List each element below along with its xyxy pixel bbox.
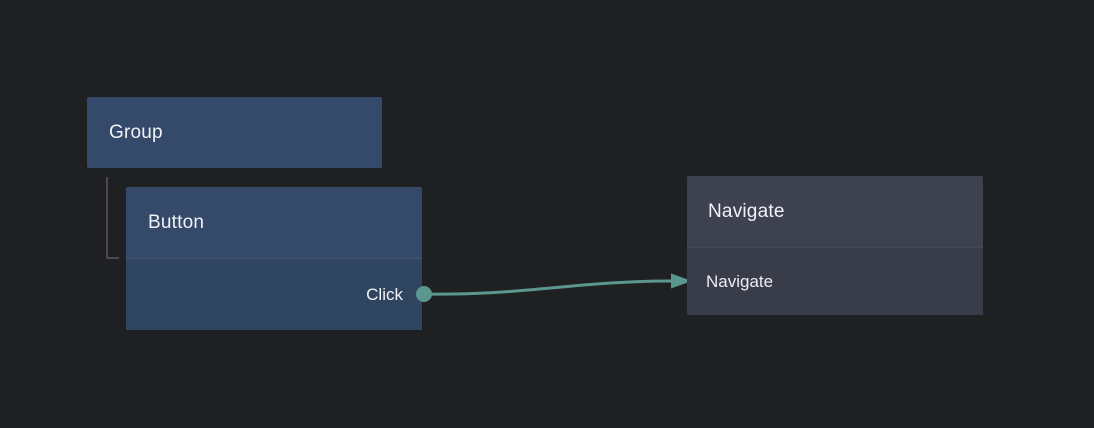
edge-click-to-navigate[interactable] <box>423 279 673 296</box>
node-group-header[interactable]: Group <box>87 97 382 168</box>
tree-connector-vertical-line <box>106 177 108 259</box>
node-button-header[interactable]: Button <box>126 187 422 258</box>
node-button-body: Click <box>126 258 422 330</box>
tree-connector-horizontal-line <box>106 257 119 259</box>
node-navigate-action-row[interactable]: Navigate <box>687 247 983 315</box>
node-button[interactable]: Button Click <box>126 187 422 331</box>
edge-arrowhead-icon <box>671 273 692 289</box>
node-navigate-title: Navigate <box>708 200 785 222</box>
node-navigate-header[interactable]: Navigate <box>687 176 983 247</box>
node-group-title: Group <box>109 121 163 143</box>
output-port-click-dot[interactable] <box>416 286 432 302</box>
node-navigate[interactable]: Navigate Navigate <box>687 176 983 316</box>
node-group[interactable]: Group <box>87 97 382 168</box>
node-navigate-action-label: Navigate <box>706 271 774 291</box>
output-port-label: Click <box>366 284 403 304</box>
node-button-title: Button <box>148 211 205 233</box>
